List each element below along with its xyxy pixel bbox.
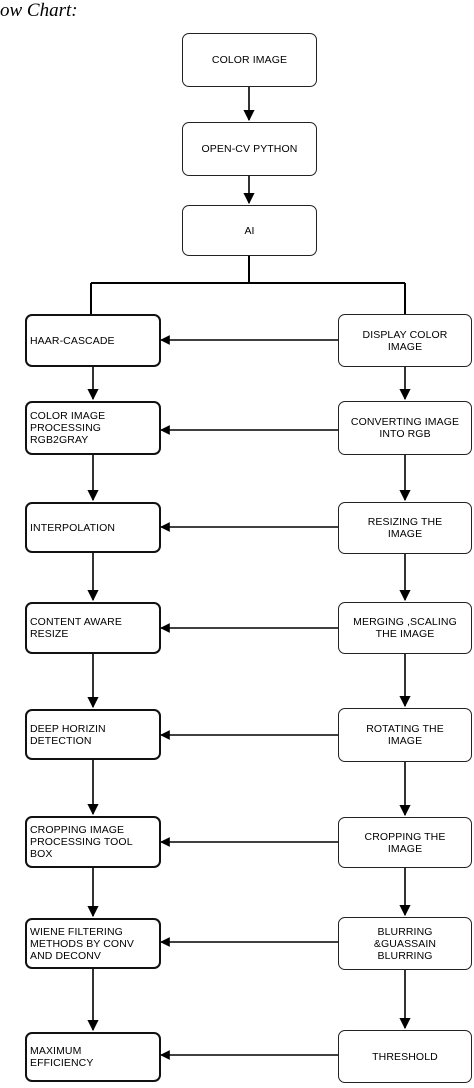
node-content-aware-resize: CONTENT AWARE RESIZE [25, 602, 161, 654]
node-deep-horizin-detection: DEEP HORIZIN DETECTION [25, 709, 161, 760]
node-interpolation: INTERPOLATION [25, 502, 161, 553]
node-color-image: COLOR IMAGE [182, 33, 317, 87]
node-haar-cascade: HAAR-CASCADE [25, 314, 161, 367]
node-ai: AI [182, 205, 317, 256]
node-threshold: THRESHOLD [338, 1030, 472, 1083]
node-maximum-efficiency: MAXIMUM EFFICIENCY [25, 1032, 161, 1082]
node-converting-image-into-rgb: CONVERTING IMAGE INTO RGB [338, 401, 472, 455]
node-rotating-the-image: ROTATING THE IMAGE [338, 708, 472, 762]
node-blurring-guassain-blurring: BLURRING &GUASSAIN BLURRING [338, 917, 472, 970]
node-wiene-filtering: WIENE FILTERING METHODS BY CONV AND DECO… [25, 918, 161, 969]
node-cropping-the-image: CROPPING THE IMAGE [338, 817, 472, 868]
node-merging-scaling-the-image: MERGING ,SCALING THE IMAGE [338, 602, 472, 654]
node-cropping-image-processing-toolbox: CROPPING IMAGE PROCESSING TOOL BOX [25, 816, 161, 868]
flow-chart-heading: ow Chart: [0, 0, 78, 21]
node-opencv-python: OPEN-CV PYTHON [182, 122, 317, 176]
node-color-image-processing: COLOR IMAGE PROCESSING RGB2GRAY [25, 401, 161, 455]
node-resizing-the-image: RESIZING THE IMAGE [338, 502, 472, 554]
node-display-color-image: DISPLAY COLOR IMAGE [338, 314, 472, 367]
